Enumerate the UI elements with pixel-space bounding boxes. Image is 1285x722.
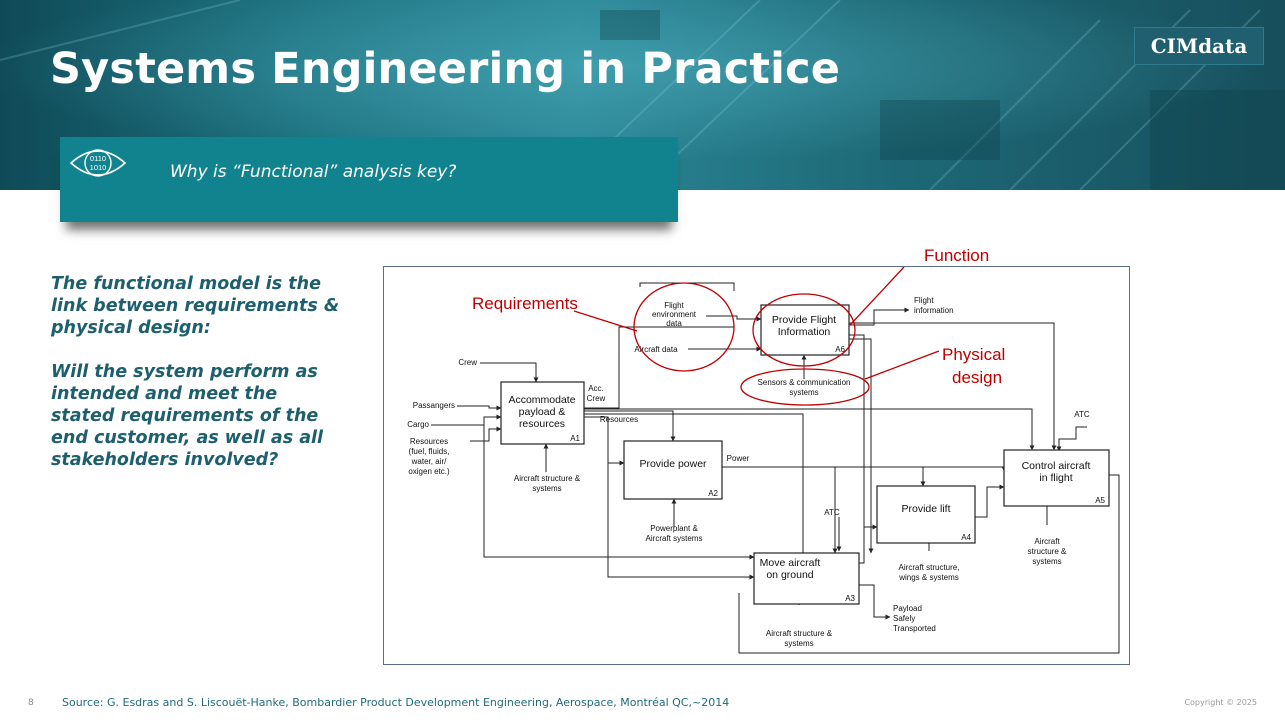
- mechanism-a5-3: systems: [1032, 557, 1061, 566]
- output-acc-crew-1: Acc.: [588, 384, 604, 393]
- box-a4: [876, 485, 976, 544]
- mechanism-a3-2: systems: [784, 639, 813, 648]
- box-a1-line1: Accommodate: [508, 394, 575, 406]
- box-a5: [1003, 449, 1110, 507]
- annotation-physical-2: design: [952, 368, 1002, 387]
- input-atc-a5: ATC: [1074, 410, 1090, 419]
- functional-model-diagram: Accommodate payload & resources A1 Provi…: [383, 246, 1130, 665]
- slide-title: Systems Engineering in Practice: [50, 44, 841, 94]
- box-a1: [500, 381, 585, 445]
- input-atc-a3: ATC: [824, 508, 840, 517]
- box-a3-line1: Move aircraft: [760, 557, 821, 569]
- output-payload-1: Payload: [893, 604, 922, 613]
- mechanism-a3-1: Aircraft structure &: [766, 629, 833, 638]
- idef0-diagram: Accommodate payload & resources A1 Provi…: [407, 246, 1120, 654]
- box-a6-line1: Provide Flight: [772, 314, 836, 326]
- input-resources-1: Resources: [410, 437, 448, 446]
- input-flight-env-1: Flight: [664, 301, 684, 310]
- box-a1-line2: payload &: [519, 406, 566, 418]
- box-a6-line2: Information: [778, 326, 831, 338]
- slide-subtitle: Why is “Functional” analysis key?: [170, 162, 457, 182]
- box-a6: [760, 304, 850, 356]
- mechanism-a5-2: structure &: [1028, 547, 1067, 556]
- input-crew: Crew: [458, 358, 477, 367]
- slide-header: Systems Engineering in Practice CIMdata: [0, 0, 1285, 190]
- mechanism-a4-2: wings & systems: [898, 573, 959, 582]
- input-flight-env-2: environment: [652, 310, 697, 319]
- input-resources-2: (fuel, fluids,: [409, 447, 450, 456]
- eye-icon-binary-top: 0110: [90, 154, 106, 163]
- subtitle-banner: 0110 1010 Why is “Functional” analysis k…: [60, 137, 678, 222]
- input-resources-4: oxigen etc.): [408, 467, 450, 476]
- box-a4-line1: Provide lift: [901, 503, 950, 515]
- copyright: Copyright © 2025: [1184, 698, 1257, 707]
- mechanism-a6-1: Sensors & communication: [758, 378, 851, 387]
- input-cargo: Cargo: [407, 420, 429, 429]
- annotation-highlights: [573, 266, 940, 406]
- page-number: 8: [28, 698, 34, 708]
- body-paragraph-1: The functional model is the link between…: [51, 274, 340, 338]
- output-power: Power: [727, 454, 750, 463]
- mechanism-a5-1: Aircraft: [1034, 537, 1060, 546]
- box-a5-id: A5: [1095, 496, 1105, 505]
- box-a5-line2: in flight: [1039, 472, 1072, 484]
- output-flight-info-1: Flight: [914, 296, 934, 305]
- mechanism-a1-2: systems: [532, 484, 561, 493]
- box-a2-id: A2: [708, 489, 718, 498]
- body-paragraph-2: Will the system perform as intended and …: [51, 362, 324, 470]
- output-acc-crew-2: Crew: [587, 394, 606, 403]
- box-a3-id: A3: [845, 594, 855, 603]
- output-payload-3: Transported: [893, 624, 936, 633]
- box-a5-line1: Control aircraft: [1022, 460, 1091, 472]
- annotation-physical-1: Physical: [942, 345, 1005, 364]
- annotation-function: Function: [924, 246, 989, 265]
- box-a4-id: A4: [961, 533, 971, 542]
- eye-icon-binary-bottom: 1010: [90, 163, 107, 172]
- source-citation: Source: G. Esdras and S. Liscouët-Hanke,…: [62, 696, 730, 709]
- box-a1-line3: resources: [519, 418, 565, 430]
- mechanism-a2-2: Aircraft systems: [646, 534, 703, 543]
- mechanism-a6-2: systems: [789, 388, 818, 397]
- mechanism-a4-1: Aircraft structure,: [899, 563, 960, 572]
- body-text: The functional model is the link between…: [51, 273, 341, 471]
- eye-binary-icon: 0110 1010: [69, 149, 127, 177]
- box-a6-id: A6: [835, 345, 845, 354]
- box-a2-line1: Provide power: [639, 458, 707, 470]
- annotation-requirements: Requirements: [472, 294, 578, 313]
- mechanism-a2-1: Powerplant &: [650, 524, 698, 533]
- input-aircraft-data: Aircraft data: [634, 345, 678, 354]
- input-resources-3: water, air/: [411, 457, 447, 466]
- box-a2: [623, 440, 723, 500]
- diagram-connectors: [431, 282, 1120, 654]
- output-resources: Resources: [600, 415, 638, 424]
- input-flight-env-3: data: [666, 319, 682, 328]
- box-a3-line2: on ground: [766, 569, 813, 581]
- output-flight-info-2: information: [914, 306, 954, 315]
- mechanism-a1-1: Aircraft structure &: [514, 474, 581, 483]
- cimdata-logo: CIMdata: [1135, 28, 1263, 64]
- output-payload-2: Safely: [893, 614, 915, 623]
- box-a1-id: A1: [570, 434, 580, 443]
- input-passangers: Passangers: [413, 401, 455, 410]
- box-a3: [753, 552, 860, 605]
